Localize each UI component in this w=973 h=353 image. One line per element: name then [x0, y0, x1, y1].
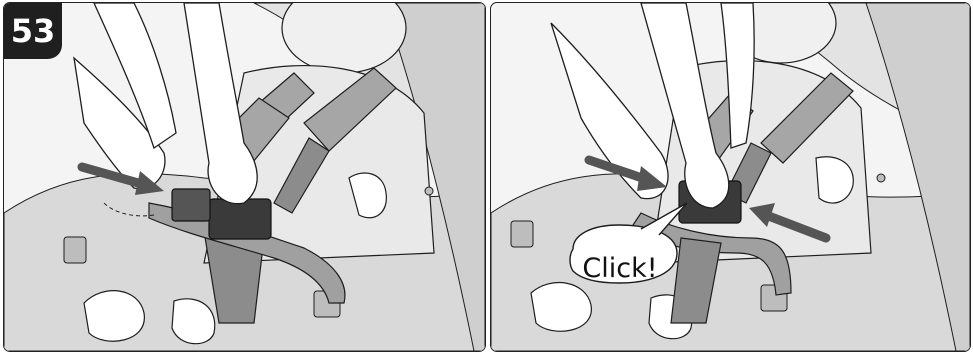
- buckle-icon: [209, 199, 271, 239]
- click-callout-text: Click!: [566, 243, 674, 295]
- click-callout: Click!: [566, 243, 674, 295]
- illustration-panel-left: 53: [3, 2, 486, 352]
- buckle-insert-illustration: [4, 3, 485, 351]
- step-number-badge: 53: [4, 3, 62, 59]
- buckle-click-illustration: [491, 3, 970, 351]
- illustration-panel-right: [490, 2, 971, 352]
